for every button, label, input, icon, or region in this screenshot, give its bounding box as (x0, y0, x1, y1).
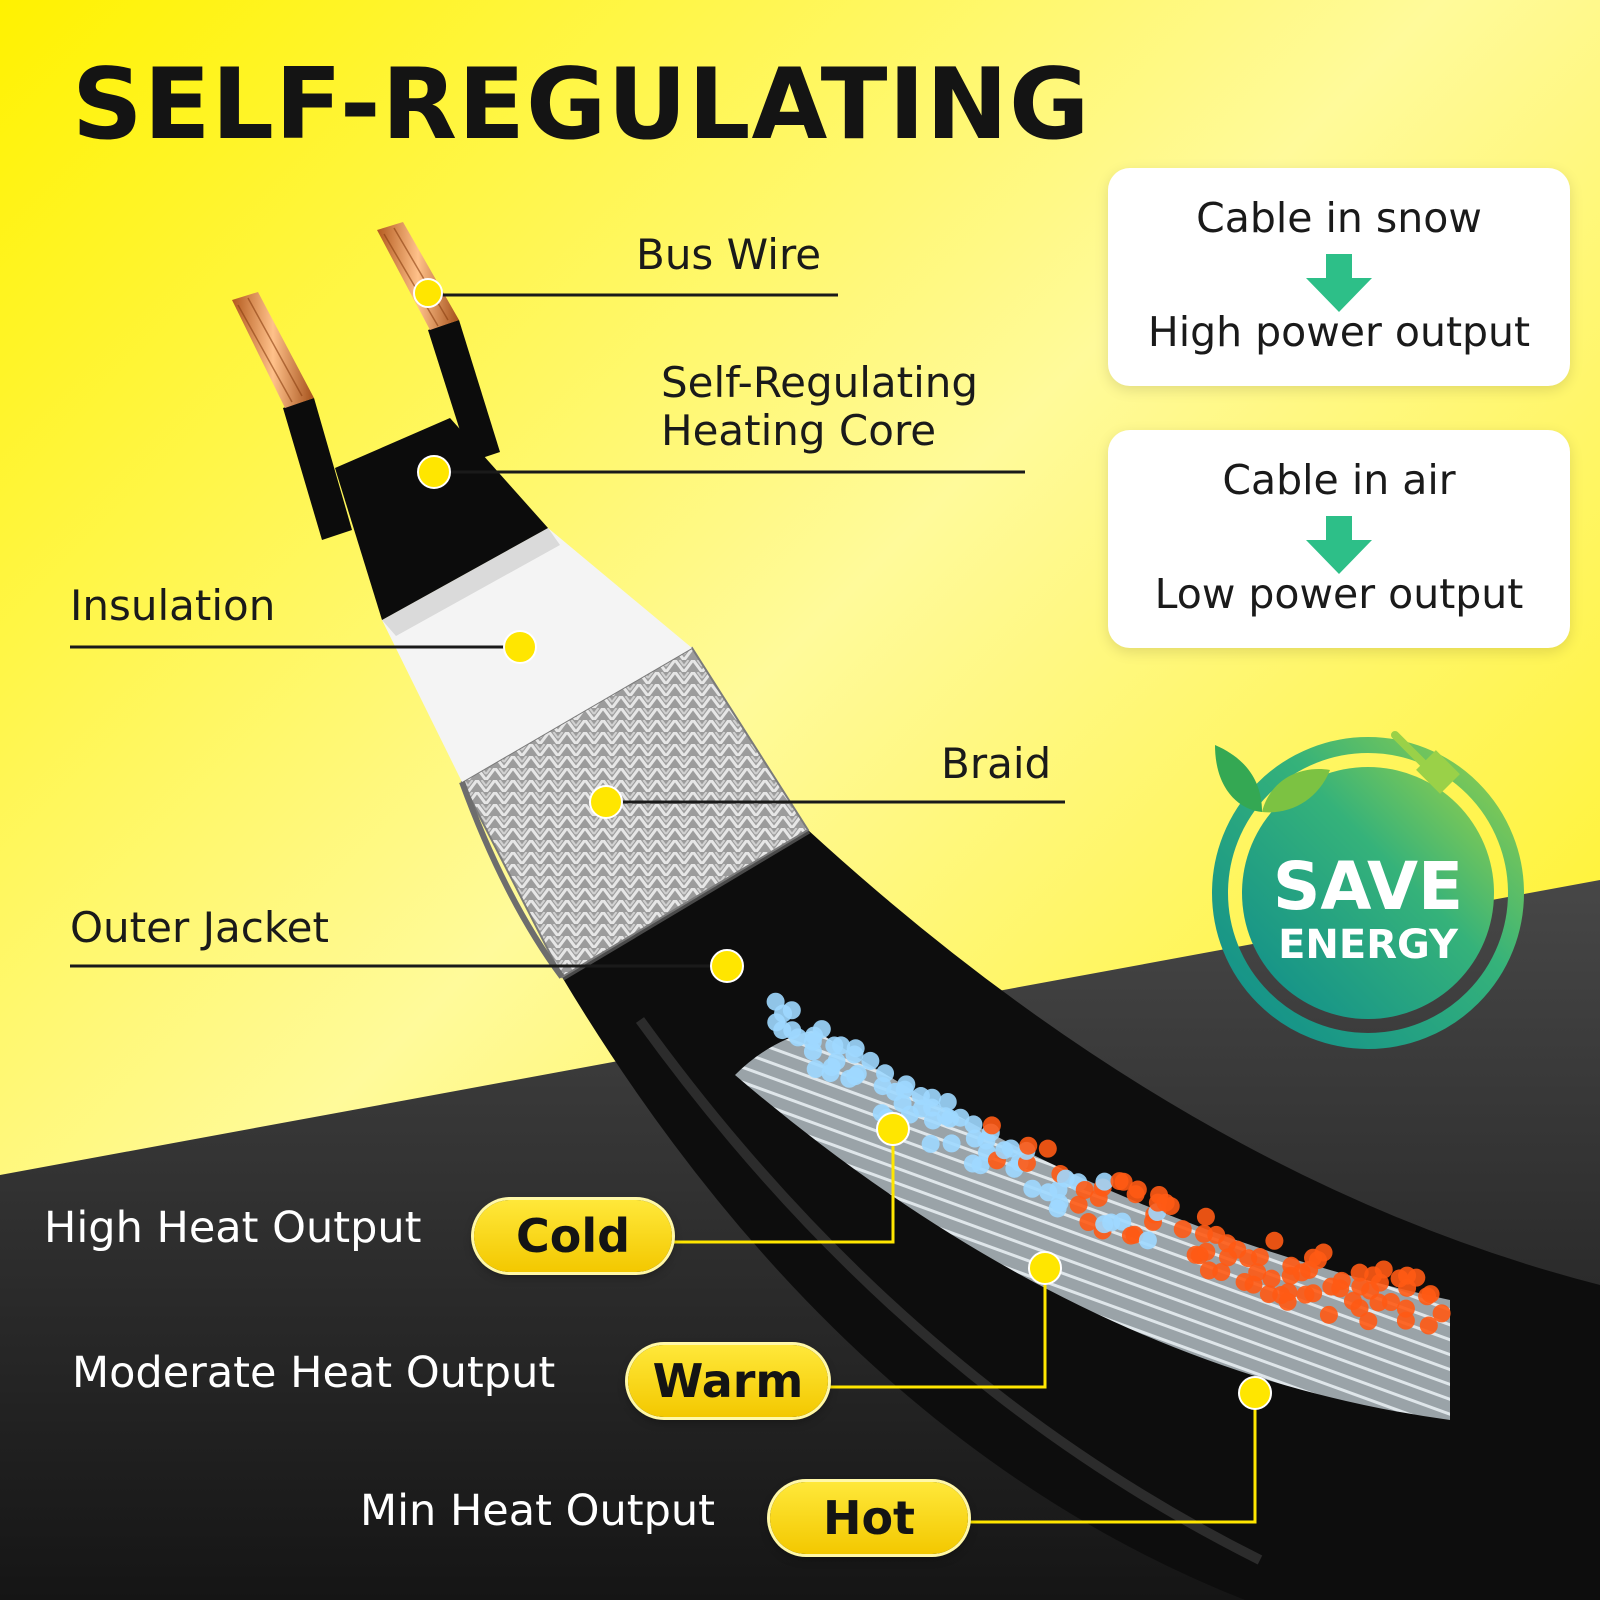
card-snow-result: High power output (1147, 308, 1531, 356)
core-pellets (766, 992, 1451, 1335)
card-air-result: Low power output (1154, 570, 1524, 618)
pill-hot: Hot (770, 1482, 968, 1554)
card-air-condition: Cable in air (1222, 456, 1456, 504)
pill-cold: Cold (474, 1200, 672, 1272)
card-cable-in-snow: Cable in snow High power output (1108, 168, 1570, 386)
label-heating-core-line1: Self-Regulating (661, 358, 979, 407)
badge-energy: ENERGY (1278, 922, 1458, 968)
label-outer-jacket: Outer Jacket (70, 903, 329, 952)
arrow-down-icon (1306, 254, 1372, 312)
heat-output-moderate: Moderate Heat Output (72, 1348, 556, 1398)
arrow-down-icon (1306, 516, 1372, 574)
card-snow-condition: Cable in snow (1196, 194, 1482, 242)
label-insulation: Insulation (70, 581, 276, 630)
badge-save: SAVE (1272, 848, 1464, 925)
save-energy-badge (1212, 731, 1524, 1049)
label-braid: Braid (941, 739, 1052, 788)
label-bus-wire: Bus Wire (636, 230, 822, 279)
page-title: SELF-REGULATING (72, 48, 1091, 162)
card-cable-in-air: Cable in air Low power output (1108, 430, 1570, 648)
label-heating-core-line2: Heating Core (661, 406, 937, 455)
heat-output-min: Min Heat Output (360, 1486, 716, 1536)
pill-warm: Warm (628, 1345, 828, 1417)
heat-output-high: High Heat Output (44, 1203, 422, 1253)
